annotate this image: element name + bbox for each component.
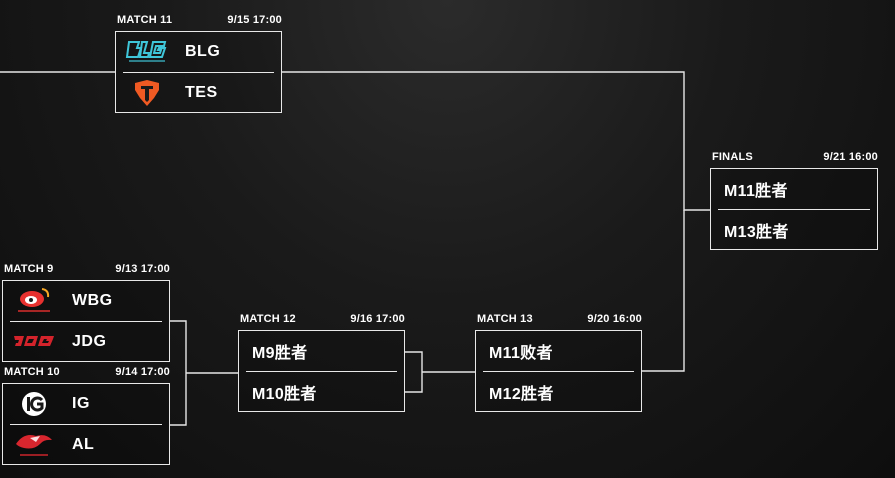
- match-header: MATCH 10 9/14 17:00: [2, 366, 170, 380]
- team-name: AL: [72, 435, 95, 453]
- connector-m12-to-m13: [405, 351, 475, 393]
- match-divider: [123, 72, 274, 73]
- team-slot-wbg[interactable]: WBG: [2, 280, 170, 321]
- match-label: MATCH 9: [4, 263, 54, 275]
- tes-logo-icon: [125, 79, 169, 107]
- finals-match[interactable]: FINALS 9/21 16:00 M11胜者 M13胜者: [710, 151, 878, 250]
- match-label: FINALS: [712, 151, 753, 163]
- slot-text: M11败者: [489, 344, 553, 362]
- wbg-logo-icon: [12, 287, 56, 315]
- connector-m11-to-finals: [282, 71, 710, 211]
- slot-text: M10胜者: [252, 385, 317, 403]
- team-slot-ig[interactable]: IG: [2, 383, 170, 424]
- team-name: JDG: [72, 332, 107, 350]
- team-name: WBG: [72, 291, 113, 309]
- m13-slot-1[interactable]: M11败者: [475, 330, 642, 371]
- match-label: MATCH 10: [4, 366, 60, 378]
- match-divider: [483, 371, 634, 372]
- ig-logo-icon: [12, 390, 56, 418]
- match-10[interactable]: MATCH 10 9/14 17:00 IG: [2, 366, 170, 465]
- team-slot-tes[interactable]: TES: [115, 72, 282, 113]
- connector-m13-to-finals: [642, 210, 685, 372]
- match-time: 9/13 17:00: [115, 263, 170, 275]
- finals-slot-2[interactable]: M13胜者: [710, 209, 878, 250]
- match-time: 9/20 16:00: [587, 313, 642, 325]
- m13-slot-2[interactable]: M12胜者: [475, 371, 642, 412]
- team-name: IG: [72, 394, 90, 412]
- team-slot-blg[interactable]: BLG: [115, 31, 282, 72]
- blg-logo-icon: [125, 38, 169, 66]
- slot-text: M13胜者: [724, 223, 789, 241]
- match-label: MATCH 12: [240, 313, 296, 325]
- m12-slot-2[interactable]: M10胜者: [238, 371, 405, 412]
- match-time: 9/21 16:00: [823, 151, 878, 163]
- match-label: MATCH 11: [117, 14, 173, 26]
- slot-text: M9胜者: [252, 344, 308, 362]
- match-time: 9/14 17:00: [115, 366, 170, 378]
- match-label: MATCH 13: [477, 313, 533, 325]
- match-divider: [246, 371, 397, 372]
- match-divider: [10, 321, 162, 322]
- team-slot-al[interactable]: AL: [2, 424, 170, 465]
- slot-text: M11胜者: [724, 182, 788, 200]
- match-11[interactable]: MATCH 11 9/15 17:00 BLG: [115, 14, 282, 113]
- match-header: MATCH 12 9/16 17:00: [238, 313, 405, 327]
- al-logo-icon: [12, 431, 56, 459]
- match-header: MATCH 13 9/20 16:00: [475, 313, 642, 327]
- match-header: MATCH 9 9/13 17:00: [2, 263, 170, 277]
- match-12[interactable]: MATCH 12 9/16 17:00 M9胜者 M10胜者: [238, 313, 405, 412]
- connector-m9-m10-to-m12: [170, 320, 238, 426]
- team-slot-jdg[interactable]: JDG: [2, 321, 170, 362]
- match-header: MATCH 11 9/15 17:00: [115, 14, 282, 28]
- jdg-logo-icon: [12, 328, 56, 356]
- finals-slot-1[interactable]: M11胜者: [710, 168, 878, 209]
- slot-text: M12胜者: [489, 385, 554, 403]
- m12-slot-1[interactable]: M9胜者: [238, 330, 405, 371]
- match-9[interactable]: MATCH 9 9/13 17:00 WBG: [2, 263, 170, 362]
- match-time: 9/16 17:00: [350, 313, 405, 325]
- team-name: BLG: [185, 42, 221, 60]
- match-time: 9/15 17:00: [227, 14, 282, 26]
- match-divider: [718, 209, 870, 210]
- match-13[interactable]: MATCH 13 9/20 16:00 M11败者 M12胜者: [475, 313, 642, 412]
- match-header: FINALS 9/21 16:00: [710, 151, 878, 165]
- match-divider: [10, 424, 162, 425]
- team-name: TES: [185, 83, 218, 101]
